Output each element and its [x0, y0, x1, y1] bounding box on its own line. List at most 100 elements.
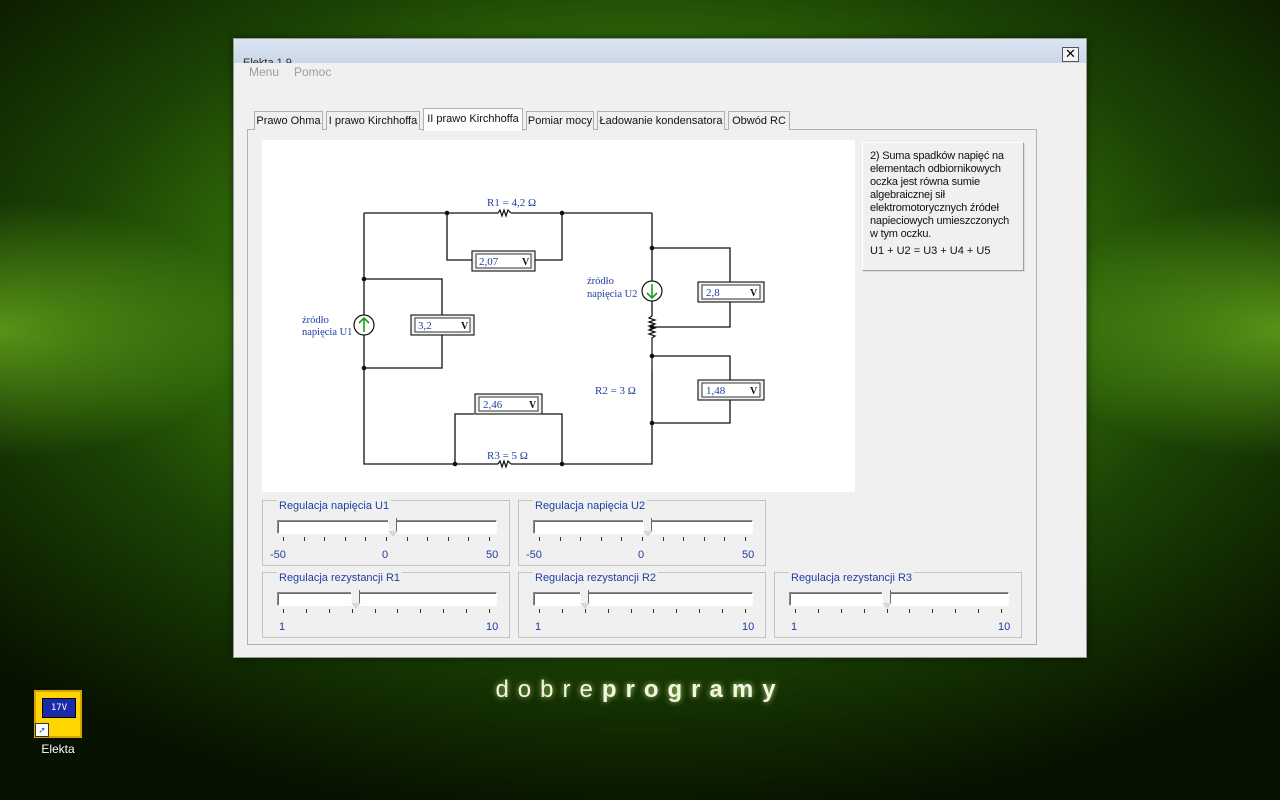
r3-label: R3 = 5 Ω	[487, 450, 528, 462]
slider-tick	[585, 609, 586, 613]
tab-i-prawo-kirchhoffa[interactable]: I prawo Kirchhoffa	[326, 111, 420, 130]
source-u1-label-line2: napięcia U1	[302, 327, 352, 338]
tab-prawo-ohma[interactable]: Prawo Ohma	[254, 111, 323, 130]
source-u2-arrow-down-icon	[641, 280, 663, 302]
slider-track[interactable]	[277, 592, 497, 606]
group-title: Regulacja rezystancji R1	[277, 572, 403, 584]
r1-label: R1 = 4,2 Ω	[487, 197, 536, 209]
desktop-shortcut-elekta[interactable]: 17V ➚ Elekta	[30, 690, 86, 756]
menu-item-menu[interactable]: Menu	[249, 65, 280, 79]
tab-obwod-rc[interactable]: Obwód RC	[728, 111, 790, 130]
law-description-box: 2) Suma spadków napięć na elementach odb…	[862, 142, 1024, 271]
slider-tick	[352, 609, 353, 613]
group-resistance-r1: Regulacja rezystancji R1 1 10	[262, 572, 510, 638]
svg-text:V: V	[750, 288, 758, 299]
source-u2-label-line1: źródło	[587, 276, 614, 287]
elekta-app-icon: 17V ➚	[34, 690, 82, 738]
slider-tick	[283, 537, 284, 541]
slider-tick	[407, 537, 408, 541]
slider-tick	[745, 609, 746, 613]
slider-tick	[909, 609, 910, 613]
slider-tick	[887, 609, 888, 613]
slider-max-label: 10	[742, 621, 755, 633]
slider-tick	[562, 609, 563, 613]
circuit-junction-dots	[361, 210, 655, 467]
slider-max-label: 50	[742, 549, 755, 561]
slider-tick	[345, 537, 346, 541]
voltmeter-u-r1: 2,07 V	[471, 250, 536, 272]
tab-ii-prawo-kirchhoffa[interactable]: II prawo Kirchhoffa	[423, 108, 523, 131]
source-u1-label-line1: źródło	[302, 315, 329, 326]
slider-ticks	[533, 609, 751, 615]
svg-text:2,46: 2,46	[483, 399, 503, 411]
voltmeter-u-r3: 2,46 V	[474, 393, 543, 415]
slider-tick	[427, 537, 428, 541]
slider-tick	[676, 609, 677, 613]
slider-min-label: 1	[279, 621, 286, 633]
resistor-r1-symbol	[497, 208, 512, 218]
slider-tick	[642, 537, 643, 541]
svg-text:1,48: 1,48	[706, 385, 726, 397]
slider-tick	[329, 609, 330, 613]
voltmeter-u-r2: 1,48 V	[697, 379, 765, 401]
slider-tick	[468, 537, 469, 541]
tab-ladowanie-kondensatora[interactable]: Ładowanie kondensatora	[597, 111, 725, 130]
svg-text:2,07: 2,07	[479, 256, 499, 268]
tab-pomiar-mocy[interactable]: Pomiar mocy	[526, 111, 594, 130]
slider-tick	[818, 609, 819, 613]
voltmeter-u1: 3,2 V	[410, 314, 475, 336]
slider-tick	[663, 537, 664, 541]
slider-tick	[448, 537, 449, 541]
slider-tick	[864, 609, 865, 613]
slider-min-label: -50	[526, 549, 542, 561]
slider-tick	[1001, 609, 1002, 613]
slider-tick	[283, 609, 284, 613]
slider-tick	[795, 609, 796, 613]
svg-text:V: V	[461, 321, 469, 332]
slider-min-label: -50	[270, 549, 286, 561]
slider-tick	[704, 537, 705, 541]
slider-tick	[560, 537, 561, 541]
slider-tick	[489, 609, 490, 613]
slider-tick	[608, 609, 609, 613]
group-resistance-r2: Regulacja rezystancji R2 1 10	[518, 572, 766, 638]
slider-tick	[683, 537, 684, 541]
slider-ticks	[277, 609, 495, 615]
slider-tick	[466, 609, 467, 613]
slider-tick	[304, 537, 305, 541]
slider-tick	[539, 609, 540, 613]
slider-tick	[955, 609, 956, 613]
slider-max-label: 50	[486, 549, 499, 561]
slider-track[interactable]	[789, 592, 1009, 606]
title-bar[interactable]: Elekta 1.9 ✕	[234, 39, 1086, 63]
svg-text:V: V	[522, 257, 530, 268]
svg-text:V: V	[529, 400, 537, 411]
background-glow-left	[0, 200, 260, 460]
svg-text:3,2: 3,2	[418, 320, 432, 332]
group-title: Regulacja napięcia U2	[533, 500, 648, 512]
slider-tick	[539, 537, 540, 541]
menu-item-pomoc[interactable]: Pomoc	[294, 65, 332, 79]
slider-ticks	[277, 537, 495, 543]
slider-tick	[386, 537, 387, 541]
slider-mid-label: 0	[382, 549, 389, 561]
slider-tick	[601, 537, 602, 541]
slider-tick	[375, 609, 376, 613]
slider-tick	[324, 537, 325, 541]
slider-max-label: 10	[998, 621, 1011, 633]
slider-tick	[722, 609, 723, 613]
slider-tick	[621, 537, 622, 541]
svg-text:2,8: 2,8	[706, 287, 720, 299]
slider-tick	[724, 537, 725, 541]
slider-tick	[932, 609, 933, 613]
slider-tick	[699, 609, 700, 613]
group-resistance-r3: Regulacja rezystancji R3 1 10	[774, 572, 1022, 638]
close-button[interactable]: ✕	[1062, 47, 1079, 62]
slider-track[interactable]	[277, 520, 497, 534]
slider-tick	[306, 609, 307, 613]
group-title: Regulacja napięcia U1	[277, 500, 392, 512]
circuit-wires	[363, 212, 731, 465]
slider-track[interactable]	[533, 592, 753, 606]
dobreprogramy-watermark: dobreprogramy	[495, 676, 785, 703]
slider-tick	[420, 609, 421, 613]
